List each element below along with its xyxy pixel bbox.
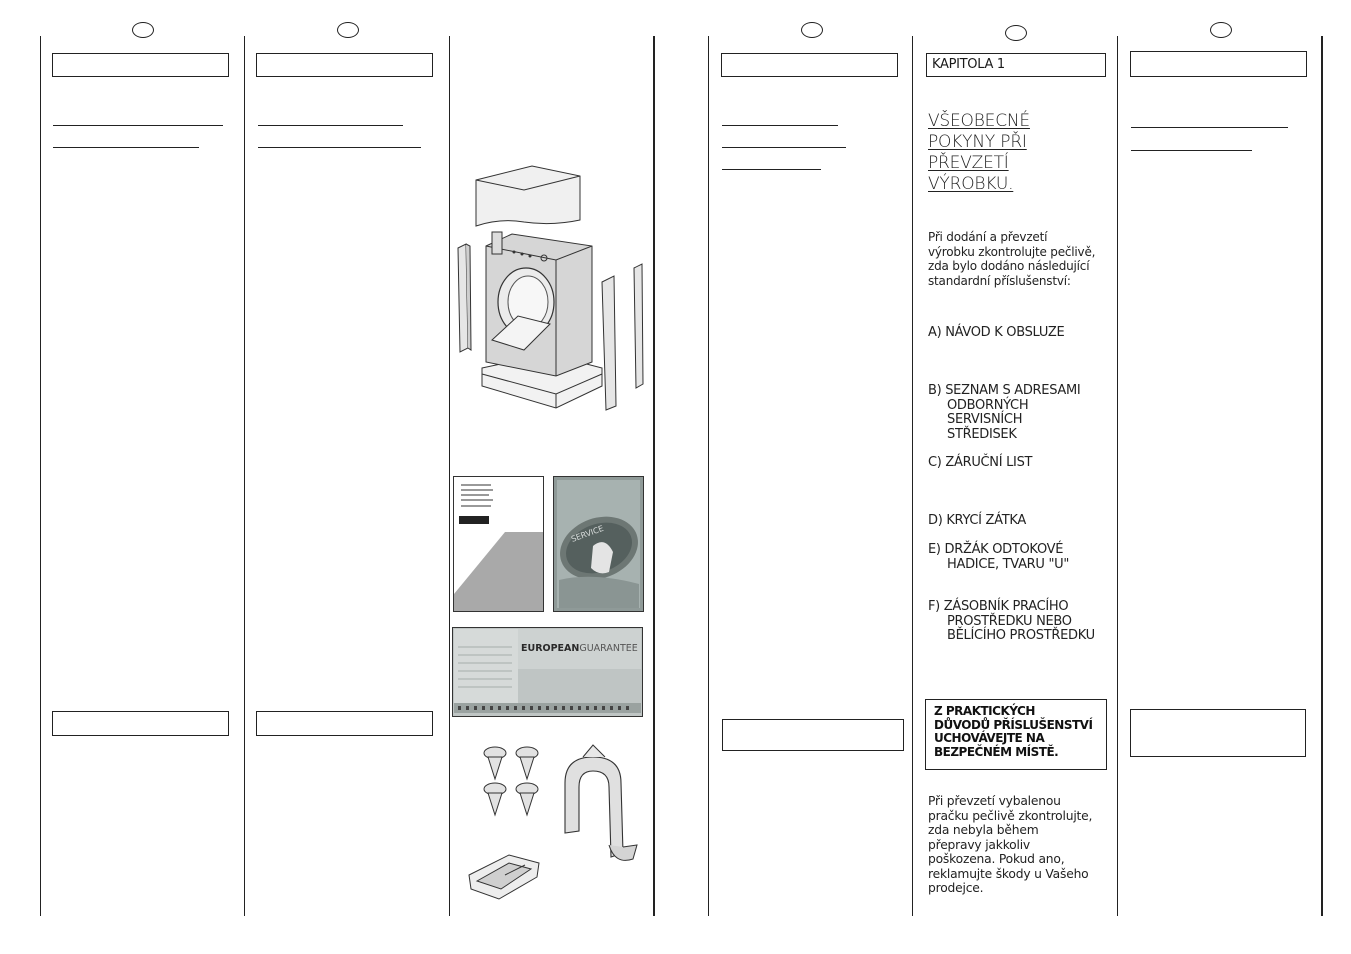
chapter-box-empty <box>721 53 898 77</box>
accessory-item-f: F) ZÁSOBNÍK PRACÍHO PROSTŘEDKU NEBO BĚLÍ… <box>928 599 1095 643</box>
column-rule <box>449 36 450 916</box>
intro-paragraph: Při dodání a převzetí výrobku zkontroluj… <box>928 230 1096 288</box>
chapter-box-empty <box>1130 51 1307 77</box>
accessories-illustration <box>468 744 638 900</box>
chapter-box-empty <box>52 53 229 77</box>
guarantee-card-illustration: EUROPEANGUARANTEE <box>452 627 643 717</box>
heading-line: VŠEOBECNÉ <box>928 111 1030 131</box>
heading-placeholder-line <box>1131 150 1252 151</box>
note-box-empty <box>1130 709 1306 757</box>
language-marker <box>801 22 823 38</box>
accessory-item-d: D) KRYCÍ ZÁTKA <box>928 513 1026 528</box>
column-rule <box>653 36 655 916</box>
washing-machine-unpacking-illustration <box>457 165 644 411</box>
service-centre-list-illustration: SERVICE <box>553 476 644 612</box>
heading-placeholder-line <box>722 147 846 148</box>
heading-placeholder-line <box>258 125 403 126</box>
chapter-box-empty <box>256 53 433 77</box>
column-rule <box>912 36 913 916</box>
heading-line: PŘEVZETÍ <box>928 153 1009 173</box>
accessory-item-c: C) ZÁRUČNÍ LIST <box>928 455 1033 470</box>
svg-text:EUROPEANGUARANTEE: EUROPEANGUARANTEE <box>521 643 638 654</box>
instruction-manual-illustration <box>453 476 544 612</box>
note-box-empty <box>256 711 433 736</box>
column-rule <box>40 36 41 916</box>
heading-placeholder-line <box>53 147 199 148</box>
heading-placeholder-line <box>1131 127 1288 128</box>
column-rule <box>1321 36 1323 916</box>
chapter-title: KAPITOLA 1 <box>926 53 1106 77</box>
language-marker <box>1210 22 1232 38</box>
heading-line: VÝROBKU. <box>928 174 1014 194</box>
page-heading: VŠEOBECNÉ POKYNY PŘI PŘEVZETÍ VÝROBKU. <box>928 111 1098 195</box>
heading-placeholder-line <box>258 147 421 148</box>
heading-line: POKYNY PŘI <box>928 132 1027 152</box>
heading-placeholder-line <box>722 125 838 126</box>
inspection-paragraph: Při převzetí vybalenou pračku pečlivě zk… <box>928 794 1093 895</box>
accessory-item-b: B) SEZNAM S ADRESAMI ODBORNÝCH SERVISNÍC… <box>928 383 1081 442</box>
heading-placeholder-line <box>722 169 821 170</box>
column-rule <box>1117 36 1118 916</box>
guarantee-brand-bold: EUROPEAN <box>521 643 579 654</box>
column-rule <box>708 36 709 916</box>
accessory-item-e: E) DRŽÁK ODTOKOVÉ HADICE, TVARU "U" <box>928 542 1070 572</box>
note-box-empty <box>52 711 229 736</box>
note-box-empty <box>722 719 904 751</box>
guarantee-brand-light: GUARANTEE <box>579 643 637 654</box>
heading-placeholder-line <box>53 125 223 126</box>
storage-note: Z PRAKTICKÝCH DŮVODŮ PŘÍSLUŠENSTVÍ UCHOV… <box>925 699 1107 770</box>
language-marker <box>337 22 359 38</box>
language-marker <box>1005 25 1027 41</box>
accessory-item-a: A) NÁVOD K OBSLUZE <box>928 325 1065 340</box>
language-marker <box>132 22 154 38</box>
column-rule <box>244 36 245 916</box>
